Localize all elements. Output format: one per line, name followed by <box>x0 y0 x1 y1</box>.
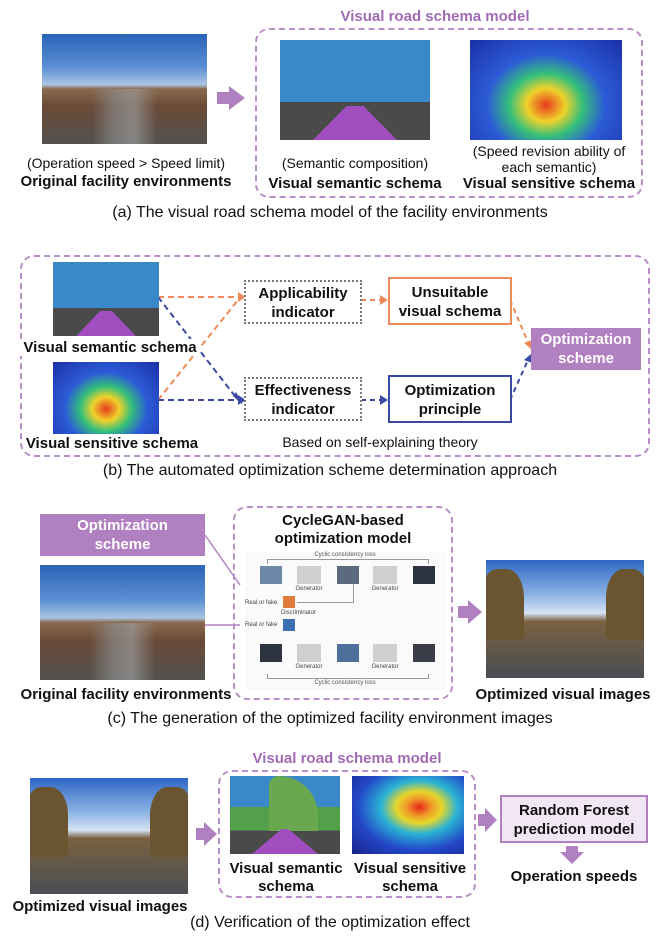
visual-semantic-label-b: Visual semantic schema <box>20 339 200 356</box>
cg-img-5 <box>337 644 359 662</box>
generator-label-2: Generator <box>371 586 399 592</box>
original-facility-label-c: Original facility environments <box>20 686 232 703</box>
real-fake-label-2: Real or fake <box>245 622 278 628</box>
rf-line-2: prediction model <box>513 821 635 838</box>
generator-label-4: Generator <box>371 664 399 670</box>
optimized-road-photo-c <box>486 560 644 678</box>
cg-gen-3 <box>297 644 321 662</box>
unsuitable-visual-schema-box: Unsuitable visual schema <box>388 277 512 325</box>
semantic-composition-note: (Semantic composition) <box>281 155 429 171</box>
cg-img-2 <box>337 566 359 584</box>
visual-sensitive-label-d1: Visual sensitive <box>353 860 467 877</box>
cyclegan-title-2: optimization model <box>274 530 412 547</box>
cyclic-loss-bottom: Cyclic consistency loss <box>314 680 376 686</box>
optimization-scheme-box-c: Optimization scheme <box>40 514 205 556</box>
original-road-photo <box>42 34 207 144</box>
effectiveness-line-1: Effectiveness <box>254 382 352 399</box>
operation-speeds-label: Operation speeds <box>510 868 638 885</box>
cyclegan-title-1: CycleGAN-based <box>282 512 404 529</box>
effectiveness-line-2: indicator <box>271 401 335 418</box>
cg-img-3 <box>413 566 435 584</box>
real-fake-label-1: Real or fake <box>245 600 278 606</box>
caption-b: (b) The automated optimization scheme de… <box>102 462 558 479</box>
semantic-schema-image-b <box>53 262 159 336</box>
optimized-images-label-d: Optimized visual images <box>12 898 188 915</box>
visual-semantic-label-d2: schema <box>258 878 314 895</box>
cg-gen-2 <box>373 566 397 584</box>
optimized-road-photo-d <box>30 778 188 894</box>
optimization-principle-box: Optimization principle <box>388 375 512 423</box>
self-explaining-note: Based on self-explaining theory <box>282 434 478 450</box>
optimized-images-label-c: Optimized visual images <box>475 686 651 703</box>
schema-model-box-d <box>218 770 476 898</box>
generator-label-1: Generator <box>295 586 323 592</box>
disc-x <box>283 596 295 608</box>
random-forest-box: Random Forest prediction model <box>500 795 648 843</box>
visual-semantic-label-a: Visual semantic schema <box>268 175 442 192</box>
principle-line-1: Optimization <box>404 382 496 399</box>
operation-speed-note: (Operation speed > Speed limit) <box>26 155 226 171</box>
cyclic-loss-top: Cyclic consistency loss <box>314 552 376 558</box>
generator-label-3: Generator <box>295 664 323 670</box>
cyclegan-diagram: Cyclic consistency loss Generator Genera… <box>245 552 445 690</box>
schema-model-title-a: Visual road schema model <box>340 8 530 25</box>
principle-line-2: principle <box>418 401 482 418</box>
applicability-indicator-box: Applicability indicator <box>244 280 362 324</box>
original-road-photo-c <box>40 565 205 680</box>
caption-d: (d) Verification of the optimization eff… <box>190 914 470 931</box>
scheme-b-line-1: Optimization <box>540 331 632 348</box>
optimization-scheme-box-b: Optimization scheme <box>531 328 641 370</box>
visual-sensitive-label-a: Visual sensitive schema <box>462 175 636 192</box>
cg-gen-1 <box>297 566 321 584</box>
applicability-line-2: indicator <box>271 304 335 321</box>
sensitive-schema-image-b <box>53 362 159 434</box>
speed-revision-note-2: each semantic) <box>501 159 597 175</box>
cg-img-4 <box>260 644 282 662</box>
unsuitable-line-1: Unsuitable <box>411 284 489 301</box>
caption-a: (a) The visual road schema model of the … <box>112 204 548 221</box>
semantic-schema-image-a <box>280 40 430 140</box>
disc-y <box>283 619 295 631</box>
semantic-schema-image-d <box>230 776 340 854</box>
applicability-line-1: Applicability <box>258 285 348 302</box>
cg-gen-4 <box>373 644 397 662</box>
sensitive-schema-image-a <box>470 40 622 140</box>
visual-sensitive-label-b: Visual sensitive schema <box>25 435 199 452</box>
cg-img-6 <box>413 644 435 662</box>
visual-sensitive-label-d2: schema <box>382 878 438 895</box>
original-facility-label: Original facility environments <box>20 173 232 190</box>
visual-semantic-label-d1: Visual semantic <box>229 860 343 877</box>
rf-line-1: Random Forest <box>518 802 629 819</box>
schema-model-title-d: Visual road schema model <box>252 750 442 767</box>
schema-model-box-a <box>255 28 643 198</box>
unsuitable-line-2: visual schema <box>398 303 502 320</box>
caption-c: (c) The generation of the optimized faci… <box>107 710 553 727</box>
scheme-b-line-2: scheme <box>558 350 614 367</box>
discriminator-label: Discriminator <box>281 610 317 616</box>
scheme-c-line-1: Optimization <box>77 517 168 534</box>
effectiveness-indicator-box: Effectiveness indicator <box>244 377 362 421</box>
scheme-c-line-2: scheme <box>94 536 151 553</box>
cyclegan-box <box>233 506 453 700</box>
approach-box-b <box>20 255 650 457</box>
speed-revision-note-1: (Speed revision ability of <box>472 143 626 159</box>
cg-img-1 <box>260 566 282 584</box>
sensitive-schema-image-d <box>352 776 464 854</box>
